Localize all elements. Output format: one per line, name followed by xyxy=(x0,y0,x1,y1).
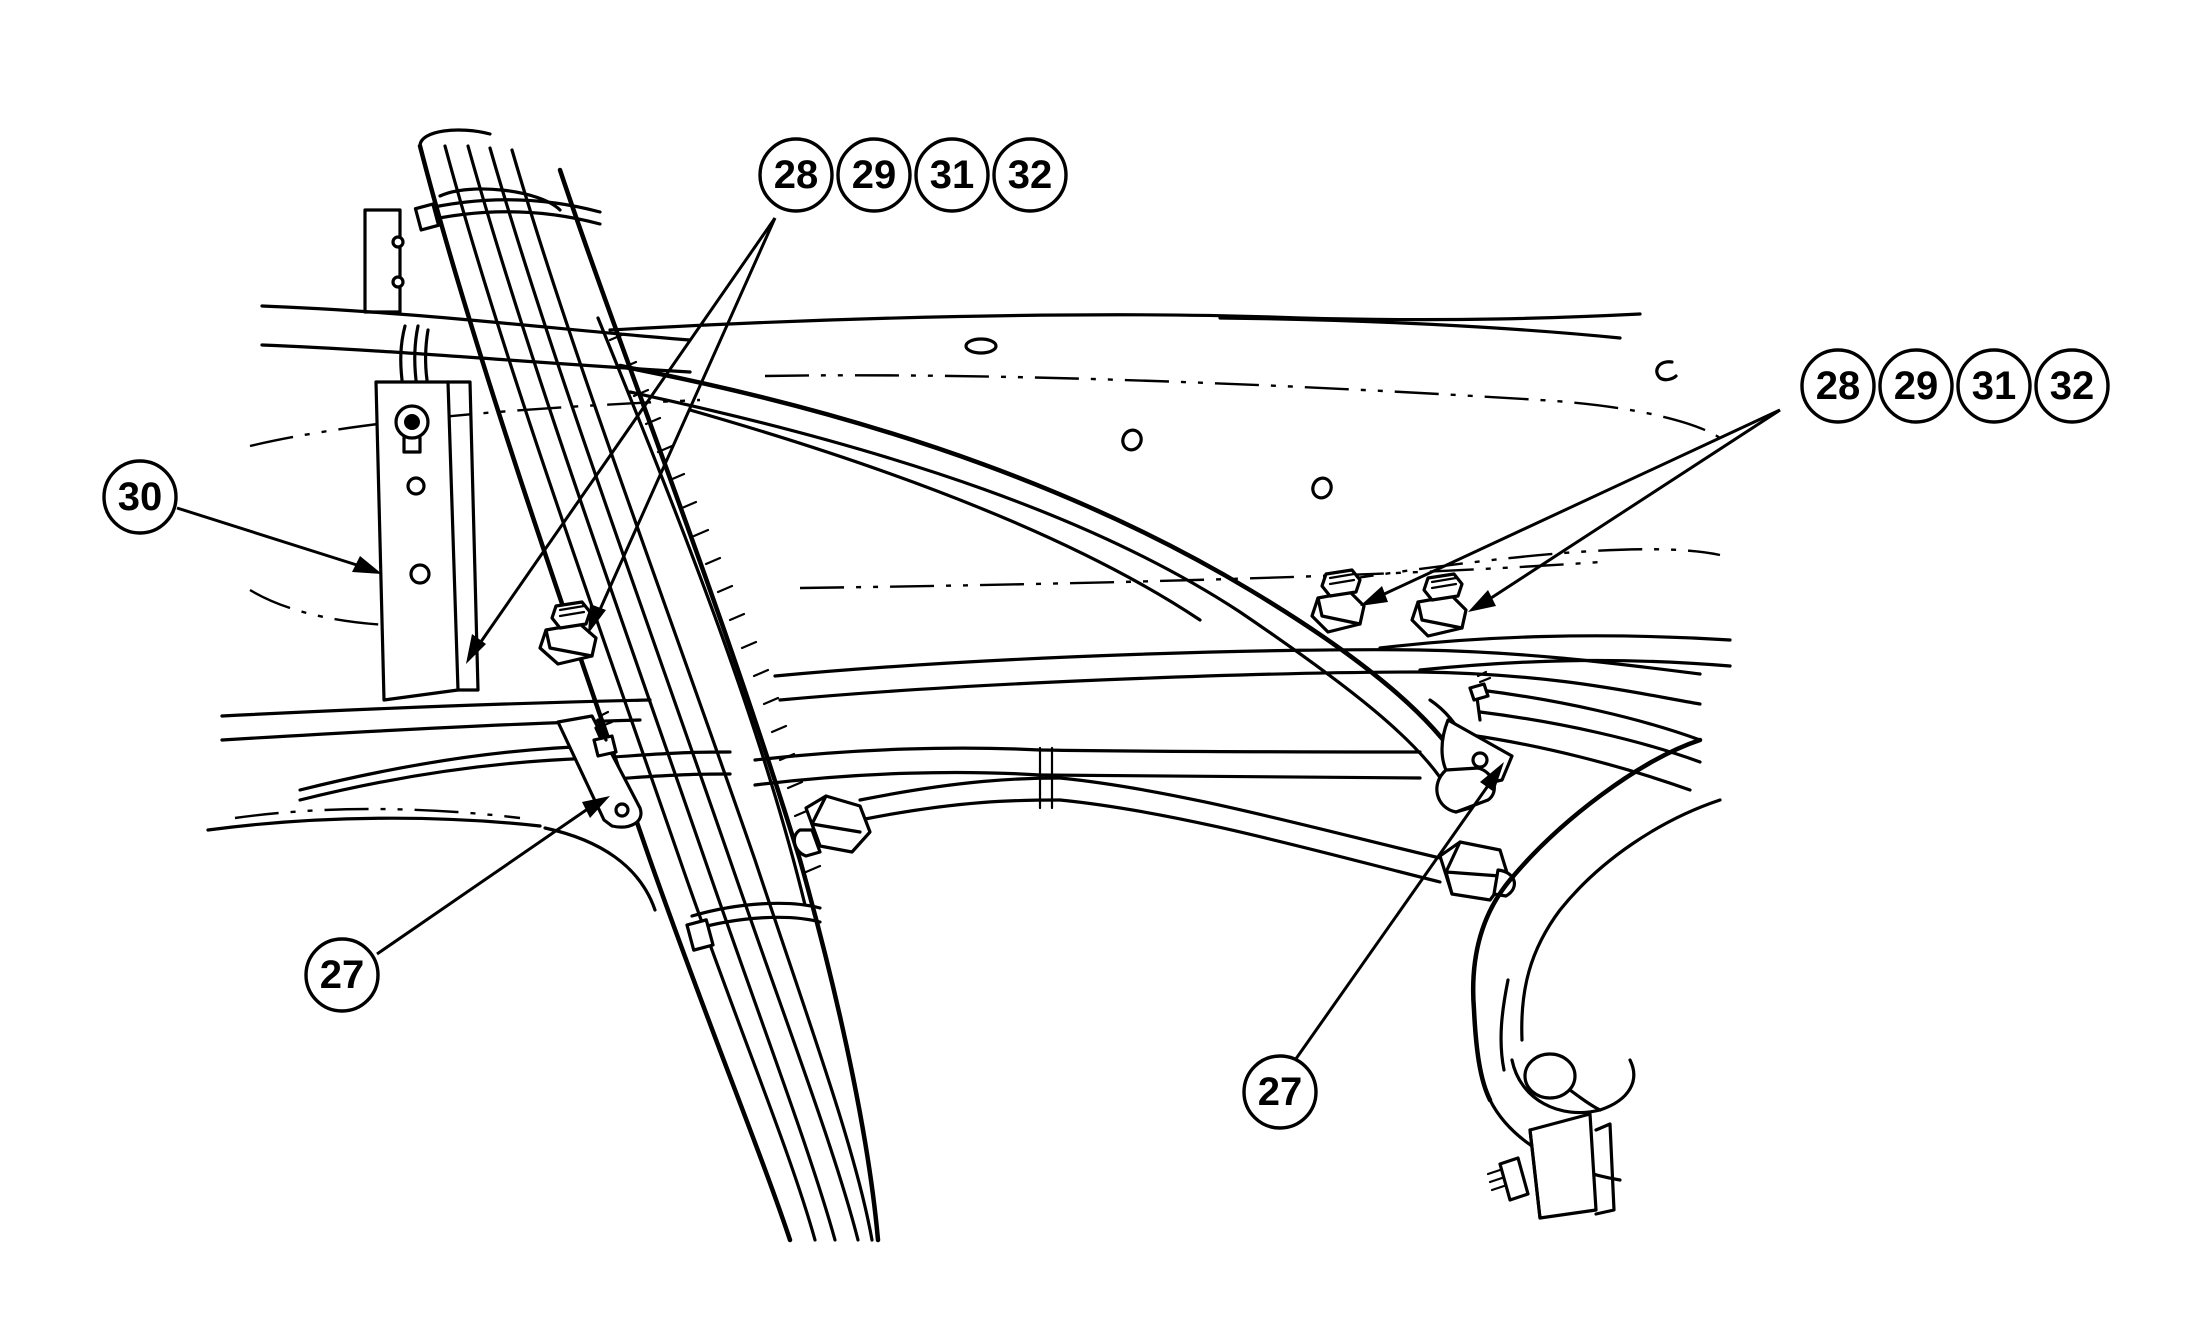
harness-bundle xyxy=(413,128,881,1243)
callout-label: 32 xyxy=(1008,153,1053,197)
callout-32-left: 32 xyxy=(992,137,1068,213)
callout-label: 31 xyxy=(1972,364,2017,408)
hose-fitting xyxy=(792,794,872,858)
callout-31-left: 31 xyxy=(914,137,990,213)
callout-label: 27 xyxy=(320,953,365,997)
curved-tube xyxy=(617,363,1473,792)
leader-lines xyxy=(176,217,1781,1064)
callout-31-right: 31 xyxy=(1956,348,2032,424)
nut-right-2 xyxy=(1410,572,1468,638)
nut-left xyxy=(538,600,598,666)
callout-28-left: 28 xyxy=(758,137,834,213)
callout-label: 29 xyxy=(1894,364,1939,408)
callout-label: 27 xyxy=(1258,1070,1303,1114)
callout-label: 28 xyxy=(1816,364,1861,408)
spiral-wrap-ticks xyxy=(608,332,822,874)
callout-group-left: 28 29 31 32 xyxy=(758,137,1068,213)
callout-27-left: 27 xyxy=(304,937,380,1013)
clamp-right xyxy=(1435,670,1516,902)
clamp-left xyxy=(556,710,643,829)
right-housing xyxy=(1470,737,1722,1220)
callout-27-right: 27 xyxy=(1242,1054,1318,1130)
callout-label: 30 xyxy=(118,475,163,519)
body-panel-contours xyxy=(206,304,1732,912)
callout-group-right: 28 29 31 32 xyxy=(1800,348,2110,424)
panel-holes xyxy=(964,337,1678,500)
callout-29-right: 29 xyxy=(1878,348,1954,424)
callout-label: 28 xyxy=(774,153,819,197)
callout-label: 31 xyxy=(930,153,975,197)
callout-28-right: 28 xyxy=(1800,348,1876,424)
callout-label: 29 xyxy=(852,153,897,197)
callout-32-right: 32 xyxy=(2034,348,2110,424)
bracket-30 xyxy=(363,208,480,702)
nut-right-1 xyxy=(1310,568,1366,634)
callout-30: 30 xyxy=(102,459,178,535)
callout-29-left: 29 xyxy=(836,137,912,213)
callout-label: 32 xyxy=(2050,364,2095,408)
